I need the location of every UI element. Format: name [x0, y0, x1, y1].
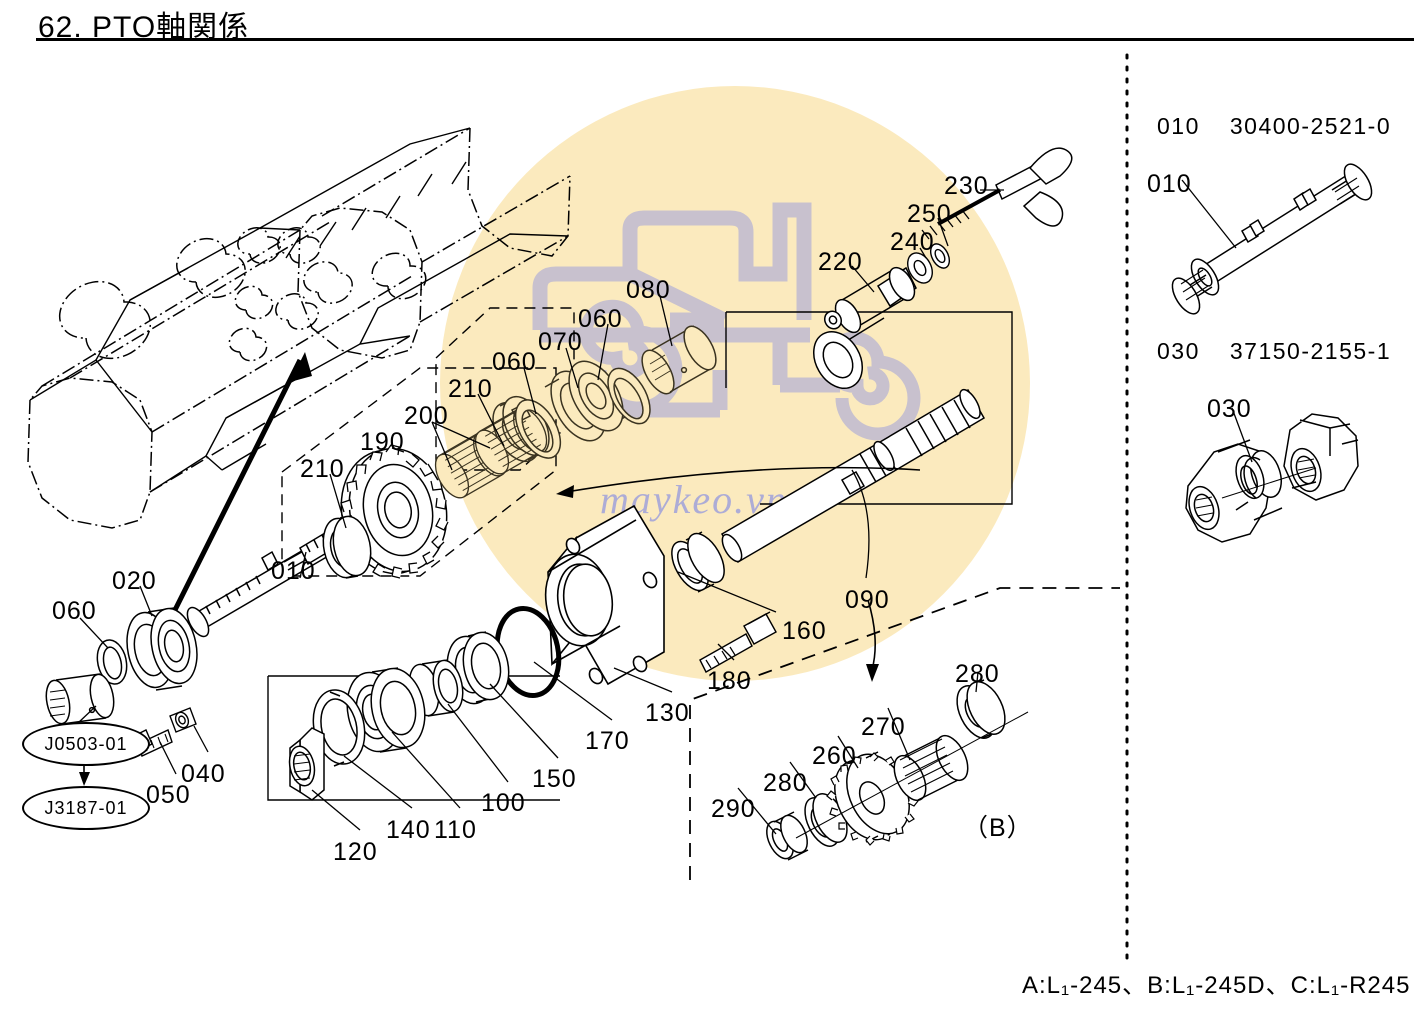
serial-tag-to: J3187-01	[22, 786, 150, 830]
part-120-nut	[288, 727, 325, 801]
leader-arrow-090	[866, 599, 879, 682]
callout-050: 050	[146, 781, 191, 809]
callout-040: 040	[181, 760, 226, 788]
part-270-needle-bearing	[893, 734, 969, 802]
callout-250: 250	[907, 200, 952, 228]
callout-010-main: 010	[271, 557, 316, 585]
model-legend-text: A:L₁-245、B:L₁-245D、C:L₁-R245	[1022, 972, 1411, 999]
callout-150: 150	[532, 765, 577, 793]
part-280-washer-right	[956, 679, 1006, 739]
group-box-e	[725, 311, 1013, 505]
part-060-sleeve-left	[45, 673, 115, 725]
part-250-washer	[929, 243, 951, 269]
part-060-snap-ring-right	[607, 367, 651, 425]
callout-220: 220	[818, 248, 863, 276]
part-020-bearing	[126, 607, 198, 691]
part-number-row-030: 030 37150-2155-1	[1157, 338, 1391, 365]
callout-190: 190	[360, 428, 405, 456]
callout-010-right: 010	[1147, 170, 1192, 198]
model-legend-footer: A:L₁-245、B:L₁-245D、C:L₁-R245	[1022, 965, 1410, 1000]
callout-060-b: 060	[492, 348, 537, 376]
callout-030-right: 030	[1207, 395, 1252, 423]
group-box-b	[435, 307, 575, 471]
callout-090: 090	[845, 586, 890, 614]
callout-200: 200	[404, 402, 449, 430]
callout-210-a: 210	[448, 375, 493, 403]
callout-060-c: 060	[52, 597, 97, 625]
part-060-snap-ring-mid	[514, 399, 562, 459]
callout-240: 240	[890, 228, 935, 256]
callout-170: 170	[585, 727, 630, 755]
part-290-bushing	[766, 811, 809, 861]
callout-270: 270	[861, 713, 906, 741]
page-header: 62. PTO軸関係	[0, 0, 1416, 46]
part-210-washer-left	[322, 515, 372, 579]
callout-260: 260	[812, 742, 857, 770]
part-ref-030: 030	[1157, 338, 1200, 364]
callout-280-a: 280	[763, 769, 808, 797]
part-080-sleeve	[641, 325, 717, 395]
leader-lines	[79, 179, 1253, 835]
part-180-bolt	[699, 611, 777, 673]
callout-210-b: 210	[300, 455, 345, 483]
callout-160: 160	[782, 617, 827, 645]
part-code-010: 30400-2521-0	[1229, 113, 1392, 139]
group-b-tag: （B）	[963, 814, 1033, 842]
callout-070: 070	[538, 328, 583, 356]
callout-100: 100	[481, 789, 526, 817]
part-code-030: 37150-2155-1	[1229, 338, 1392, 364]
part-240-washer	[907, 252, 933, 284]
callout-140: 140	[386, 816, 431, 844]
part-040-washer	[169, 707, 197, 733]
callout-120: 120	[333, 838, 378, 866]
housing-outline	[29, 127, 569, 493]
callout-280-b: 280	[955, 660, 1000, 688]
serial-tag-from: J0503-01	[22, 722, 150, 766]
callout-020: 020	[112, 567, 157, 595]
part-ref-010: 010	[1157, 113, 1200, 139]
callout-110: 110	[434, 816, 477, 844]
part-140-snap-ring	[312, 689, 366, 767]
part-060-snap-ring-left	[96, 639, 128, 685]
callout-230: 230	[944, 172, 989, 200]
title-underline	[36, 38, 1414, 41]
highlight-circle	[440, 86, 1030, 681]
leader-arrow-group-b	[556, 466, 921, 498]
callout-180: 180	[707, 667, 752, 695]
callout-080: 080	[626, 276, 671, 304]
callout-290: 290	[711, 795, 756, 823]
part-230-handle-rod	[921, 147, 1073, 240]
assembly-leader-arrow	[162, 352, 312, 632]
callout-060-a: 060	[578, 305, 623, 333]
part-090-output-shaft	[720, 388, 986, 564]
callout-130: 130	[645, 699, 690, 727]
part-160-coupler	[671, 531, 725, 593]
part-010-right-shaft	[1171, 163, 1373, 315]
part-110-bearing	[346, 667, 426, 753]
part-number-row-010: 010 30400-2521-0	[1157, 113, 1391, 140]
part-030-coupler-assembly	[1185, 413, 1359, 543]
part-220-sleeve	[813, 266, 917, 389]
